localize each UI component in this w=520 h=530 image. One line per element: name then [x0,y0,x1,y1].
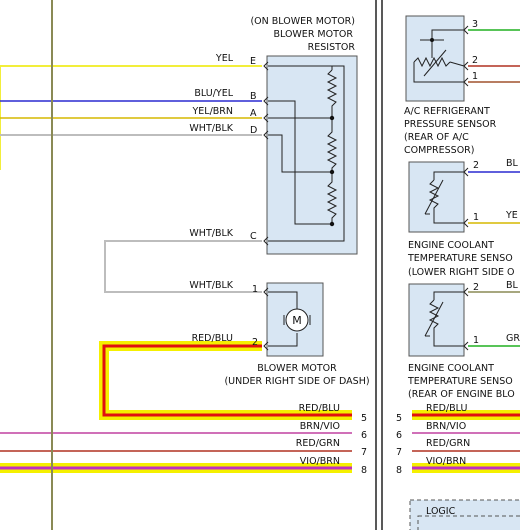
connector-chevrons-ect2 [463,287,469,351]
blower-motor-title-1: BLOWER MOTOR [257,363,337,374]
conn-pin-8: 8 [361,465,367,476]
red-blu-wire [102,344,352,417]
blower-resistor-title-3: RESISTOR [308,42,356,53]
ac-sensor-title-4: COMPRESSOR) [404,145,475,156]
rconn-pin-8: 8 [396,465,402,476]
wire-label-wht-blk-motor: WHT/BLK [189,280,233,291]
wire-label-blu-yel: BLU/YEL [194,88,233,99]
ect2-pin-1: 1 [473,335,479,346]
ect1-wire-label-2: BL [506,158,519,169]
rconn-pin-7: 7 [396,447,402,458]
ac-sensor-internal [413,29,465,83]
thermistor-icon [424,171,464,224]
ect1-title-3: (LOWER RIGHT SIDE O [408,267,515,278]
motor-icon [285,308,309,332]
conn-wire-red-grn: RED/GRN [296,438,340,449]
conn-wire-red-blu: RED/BLU [299,403,340,414]
logic-box [409,499,520,530]
thermistor-icon [424,291,464,347]
pin-label-1: 1 [252,284,258,295]
blower-motor-internal [268,291,298,347]
ect1-wire-label-1: YE [505,210,518,221]
ect2-wire-label-2: BL [506,280,519,291]
conn-wire-brn-vio: BRN/VIO [300,421,340,432]
wire-label-wht-blk-c: WHT/BLK [189,228,233,239]
blower-resistor-internal [268,65,345,242]
rconn-wire-vio-brn: VIO/BRN [426,456,466,467]
ac-sensor-title-1: A/C REFRIGERANT [404,106,490,117]
ect-sensor-2-body [408,283,465,357]
wire-label-yel: YEL [215,53,234,64]
ac-sensor-title-3: (REAR OF A/C [404,132,469,143]
logic-label: LOGIC [426,506,456,517]
ac-pressure-sensor-body [405,15,465,102]
pin-label-2: 2 [252,337,258,348]
ect1-pin-1: 1 [473,212,479,223]
ect2-title-3: (REAR OF ENGINE BLO [408,389,515,400]
wire-label-yel-brn: YEL/BRN [191,106,233,117]
wire-label-wht-blk: WHT/BLK [189,123,233,134]
conn-pin-5: 5 [361,413,367,424]
junction-dot [329,115,335,121]
rconn-pin-5: 5 [396,413,402,424]
ect2-title-2: TEMPERATURE SENSO [407,376,513,387]
rconn-wire-red-blu: RED/BLU [426,403,467,414]
pin-label-c: C [250,231,257,242]
connector-chevrons-ect1 [463,167,469,228]
blower-resistor-title-2: BLOWER MOTOR [273,29,353,40]
ac-sensor-title-2: PRESSURE SENSOR [404,119,497,130]
ect2-pin-2: 2 [473,282,479,293]
pin-label-d: D [250,125,257,136]
junction-dot [329,169,335,175]
rconn-pin-6: 6 [396,430,402,441]
ect1-title-2: TEMPERATURE SENSO [407,253,513,264]
connector-chevrons-resistor [263,61,269,246]
junction-dot [329,221,335,227]
motor-symbol: M [292,314,302,327]
blower-resistor-title-1: (ON BLOWER MOTOR) [250,16,355,27]
connector-chevrons-ac [463,25,469,87]
conn-wire-vio-brn: VIO/BRN [300,456,340,467]
ac-pin-3: 3 [472,19,478,30]
ac-pin-1: 1 [472,71,478,82]
ac-pin-2: 2 [472,55,478,66]
blower-motor-title-2: (UNDER RIGHT SIDE OF DASH) [224,376,369,387]
conn-pin-6: 6 [361,430,367,441]
wht-blk-wire-c [104,240,262,293]
ect1-title-1: ENGINE COOLANT [408,240,494,251]
junction-dot [430,38,434,42]
conn-pin-7: 7 [361,447,367,458]
ect2-title-1: ENGINE COOLANT [408,363,494,374]
ect1-pin-2: 2 [473,160,479,171]
ect2-wire-label-1: GR [506,333,520,344]
wire-label-red-blu-motor: RED/BLU [192,333,233,344]
pin-label-e: E [250,56,256,67]
rconn-wire-red-grn: RED/GRN [426,438,470,449]
pin-label-b: B [250,91,257,102]
pin-label-a: A [250,108,257,119]
rconn-wire-brn-vio: BRN/VIO [426,421,466,432]
connector-chevrons-motor [263,287,269,351]
